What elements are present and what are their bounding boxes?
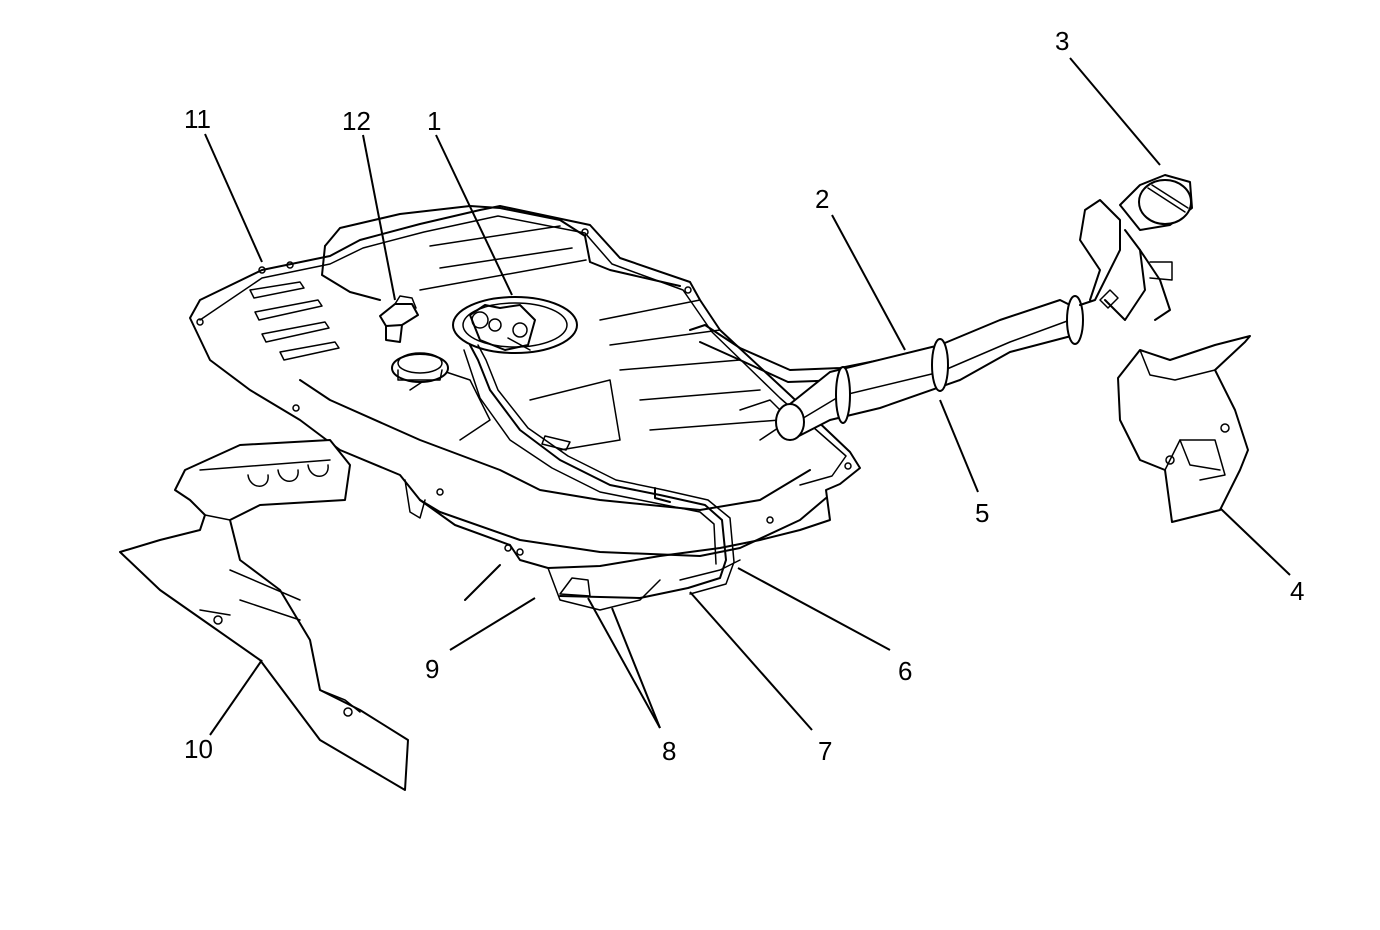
callout-6: 6 <box>898 656 912 686</box>
callout-5: 5 <box>975 498 989 528</box>
callout-11: 11 <box>184 104 211 134</box>
callout-1: 1 <box>427 106 441 136</box>
callout-10: 10 <box>184 734 213 764</box>
fuel-filler-cap <box>1119 174 1193 231</box>
filler-pipe <box>689 199 1173 441</box>
callout-4: 4 <box>1290 576 1304 606</box>
leader-lines <box>204 57 1291 736</box>
filler-pipe-heat-shield <box>1117 335 1251 523</box>
callout-12: 12 <box>342 106 371 136</box>
callout-8: 8 <box>662 736 676 766</box>
vent-valve <box>379 295 419 343</box>
fuel-lines <box>463 344 735 599</box>
callout-2: 2 <box>815 184 829 214</box>
callout-9: 9 <box>425 654 439 684</box>
callout-labels: 1 2 3 4 5 6 7 8 9 10 11 12 <box>184 26 1304 766</box>
exhaust-heat-shield <box>119 439 409 791</box>
callout-3: 3 <box>1055 26 1069 56</box>
callout-7: 7 <box>818 736 832 766</box>
fuel-tank <box>189 205 861 611</box>
fuel-pump-module <box>391 296 578 383</box>
